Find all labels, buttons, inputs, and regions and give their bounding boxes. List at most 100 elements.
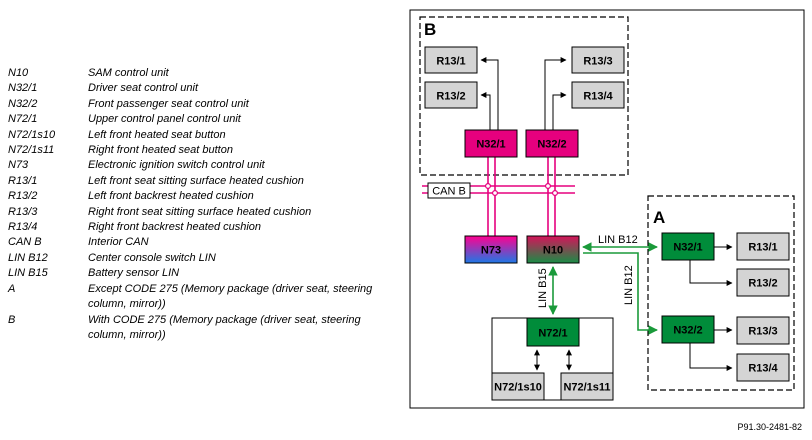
can-b-label-box <box>427 182 471 199</box>
heater-box-r13-3 <box>736 316 790 345</box>
unit-label: N73 <box>481 245 501 257</box>
legend-desc: Right front seat sitting surface heated … <box>88 205 312 218</box>
legend-desc: Left front heated seat button <box>88 128 226 141</box>
heater-label: R13/1 <box>436 56 465 68</box>
legend-row: N10 SAM control unit <box>8 66 388 81</box>
legend-row: N72/1s11 Right front heated seat button <box>8 143 388 158</box>
legend-code: B <box>8 313 16 326</box>
unit-label: N32/1 <box>476 139 505 151</box>
connector-arrow <box>480 57 499 130</box>
connector-arrow <box>689 260 733 286</box>
switch-box-n72-1s10 <box>491 372 545 401</box>
unit-box-n32-2-b <box>525 129 579 158</box>
unit-label: N72/1 <box>538 328 567 340</box>
legend-code: CAN B <box>8 236 42 249</box>
unit-box-n72-1 <box>526 317 580 347</box>
switch-box-n72-1s11 <box>560 372 614 401</box>
connector-arrow <box>480 92 491 130</box>
heater-label: R13/1 <box>748 242 777 254</box>
legend-desc: Driver seat control unit <box>88 82 199 95</box>
region-b-box <box>419 16 629 176</box>
lin-b15-label: LIN B15 <box>537 268 549 308</box>
region-a-label: A <box>653 208 665 227</box>
legend-desc: Electronic ignition switch control unit <box>88 159 265 172</box>
legend-row: R13/3 Right front seat sitting surface he… <box>8 205 388 220</box>
figure-frame <box>409 9 805 409</box>
switch-label: N72/1s11 <box>563 382 610 394</box>
legend-code: LIN B12 <box>8 251 48 264</box>
unit-box-n73 <box>464 235 518 264</box>
unit-label: N32/1 <box>673 242 702 254</box>
legend-desc: Interior CAN <box>88 236 149 249</box>
legend-code: LIN B15 <box>8 267 48 280</box>
legend-desc: Battery sensor LIN <box>88 267 180 280</box>
bus-junction <box>544 183 551 190</box>
legend-row: R13/4 Right front backrest heated cushion <box>8 220 388 235</box>
heater-label: R13/4 <box>583 91 613 103</box>
legend-code: N73 <box>8 159 29 172</box>
legend-code: N32/1 <box>8 82 38 95</box>
legend-code: R13/2 <box>8 190 38 203</box>
legend-desc: Except CODE 275 (Memory package (driver … <box>88 282 373 311</box>
heater-box-r13-4 <box>571 81 625 109</box>
legend-row: A Except CODE 275 (Memory package (driver… <box>8 282 388 313</box>
lin-b12-label: LIN B12 <box>623 265 635 305</box>
figure-id: P91.30-2481-82 <box>737 422 802 432</box>
heater-label: R13/4 <box>748 363 778 375</box>
switch-label: N72/1s10 <box>494 382 542 394</box>
legend-row: R13/2 Left front backrest heated cushion <box>8 189 388 204</box>
heater-box-r13-1 <box>424 46 478 74</box>
legend-desc: Upper control panel control unit <box>88 113 241 126</box>
unit-box-n32-1-a <box>661 232 715 261</box>
bus-junction <box>551 190 558 197</box>
legend-code: R13/1 <box>8 174 38 187</box>
lin-b12-label: LIN B12 <box>598 234 638 246</box>
legend-code: A <box>8 282 16 295</box>
bus-junction <box>492 190 499 197</box>
heater-label: R13/3 <box>583 56 612 68</box>
heater-box-r13-2 <box>424 81 478 109</box>
legend-row: N32/2 Front passenger seat control unit <box>8 97 388 112</box>
legend-code: N32/2 <box>8 97 38 110</box>
unit-label: N32/2 <box>673 325 702 337</box>
legend-row: N72/1 Upper control panel control unit <box>8 112 388 127</box>
legend-desc: Right front backrest heated cushion <box>88 221 262 234</box>
unit-label: N32/2 <box>537 139 566 151</box>
heater-box-r13-2 <box>736 268 790 297</box>
legend-code: R13/4 <box>8 221 38 234</box>
legend-desc: Front passenger seat control unit <box>88 97 249 110</box>
lin-b12-line <box>583 252 658 335</box>
heater-box-r13-3 <box>571 46 625 74</box>
unit-box-n32-1-b <box>464 129 518 158</box>
legend-code: N10 <box>8 67 29 79</box>
legend-desc: SAM control unit <box>88 67 169 79</box>
legend-desc: With CODE 275 (Memory package (driver se… <box>88 313 361 341</box>
legend-row: N32/1 Driver seat control unit <box>8 81 388 96</box>
unit-box-n10 <box>526 235 580 264</box>
legend-desc: Center console switch LIN <box>88 251 216 264</box>
unit-box-n32-2-a <box>661 315 715 344</box>
legend-row: B With CODE 275 (Memory package (driver s… <box>8 313 388 344</box>
legend-code: N72/1s11 <box>8 144 55 157</box>
heater-label: R13/3 <box>748 326 777 338</box>
connector-arrow <box>689 343 733 371</box>
legend: N10 SAM control unit N32/1 Driver seat con… <box>8 66 388 343</box>
legend-code: N72/1 <box>8 113 38 126</box>
region-b-label: B <box>424 20 436 39</box>
legend-row: N72/1s10 Left front heated seat button <box>8 128 388 143</box>
bus-junction <box>485 183 492 190</box>
heater-label: R13/2 <box>748 278 777 290</box>
can-b-label: CAN B <box>432 186 466 198</box>
legend-code: R13/3 <box>8 205 38 218</box>
legend-row: CAN B Interior CAN <box>8 235 388 250</box>
heater-box-r13-4 <box>736 353 790 382</box>
heater-label: R13/2 <box>436 91 465 103</box>
unit-label: N10 <box>543 245 563 257</box>
legend-row: N73 Electronic ignition switch control un… <box>8 158 388 173</box>
connector-arrow <box>552 92 567 130</box>
legend-desc: Left front backrest heated cushion <box>88 190 254 203</box>
legend-code: N72/1s10 <box>8 128 56 141</box>
legend-desc: Right front heated seat button <box>88 144 233 157</box>
